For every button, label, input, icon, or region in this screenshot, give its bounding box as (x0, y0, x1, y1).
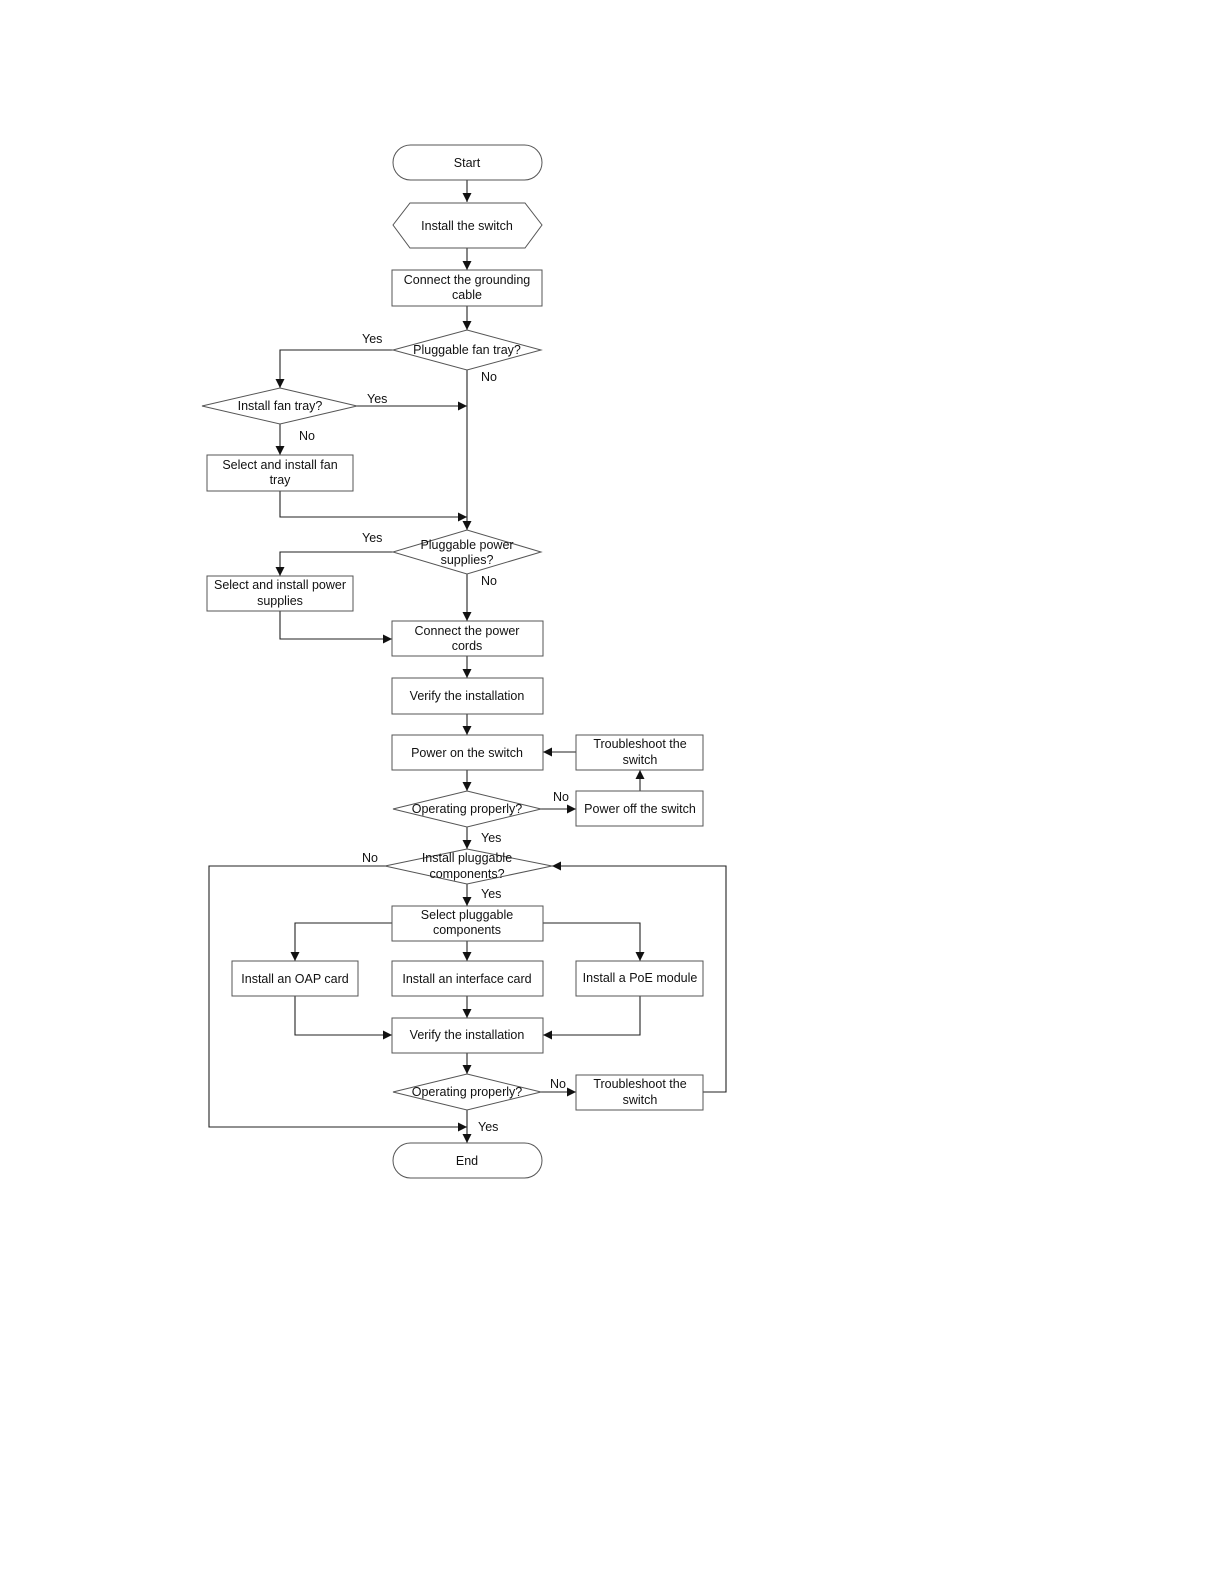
install-pluggable-components-label-1: Install pluggable (422, 851, 512, 865)
edge-power-yes (275, 551, 393, 576)
connect-grounding-box (391, 269, 543, 307)
troubleshoot-label-1b: switch (623, 753, 658, 767)
pluggable-fan-tray-decision (391, 329, 543, 371)
nodes: Start Install the switch Connect the gro… (201, 144, 704, 1179)
edge-selectpower-cords (279, 611, 392, 644)
end-terminal (392, 1142, 543, 1179)
edge-label-install-fan-yes: Yes (367, 392, 387, 406)
connectors (208, 180, 727, 1143)
install-pluggable-components-decision (384, 848, 553, 885)
troubleshoot-box-1 (575, 734, 704, 771)
edge-label-fan-tray-no: No (481, 370, 497, 384)
edge-label-components-no: No (362, 851, 378, 865)
install-switch-preparation (392, 202, 543, 249)
edge-label-power-supplies-yes: Yes (362, 531, 382, 545)
edge-label-power-supplies-no: No (481, 574, 497, 588)
install-fan-tray-label: Install fan tray? (238, 399, 323, 413)
troubleshoot-label-2a: Troubleshoot the (593, 1077, 686, 1091)
operating-properly-decision-2 (392, 1073, 542, 1111)
pluggable-power-supplies-decision (391, 529, 543, 575)
edge-select-oap (290, 922, 392, 961)
edge-label-operating-2-yes: Yes (478, 1120, 498, 1134)
operating-properly-decision-1 (392, 790, 542, 828)
edge-label-operating-1-no: No (553, 790, 569, 804)
select-install-fan-tray-box (206, 454, 354, 492)
select-install-power-supplies-label-2: supplies (257, 594, 303, 608)
troubleshoot-label-2b: switch (623, 1093, 658, 1107)
verify-installation-label-2: Verify the installation (410, 1028, 525, 1042)
start-label: Start (454, 156, 481, 170)
edge-oap-verify (294, 996, 392, 1040)
end-label: End (456, 1154, 478, 1168)
select-pluggable-components-label-2: components (433, 923, 501, 937)
connect-power-cords-label-1: Connect the power (415, 624, 520, 638)
start-terminal (392, 144, 543, 181)
select-pluggable-components-label-1: Select pluggable (421, 908, 513, 922)
edge-label-operating-1-yes: Yes (481, 831, 501, 845)
select-install-fan-tray-label-1: Select and install fan (222, 458, 337, 472)
operating-properly-label-2: Operating properly? (412, 1085, 523, 1099)
edge-label-fan-tray-yes: Yes (362, 332, 382, 346)
edge-troubleshoot2-loop (552, 861, 727, 1093)
connect-grounding-label-2: cable (452, 288, 482, 302)
verify-installation-label-1: Verify the installation (410, 689, 525, 703)
install-interface-card-label: Install an interface card (402, 972, 531, 986)
connect-power-cords-box (391, 620, 544, 657)
edge-label-install-fan-no: No (299, 429, 315, 443)
pluggable-power-supplies-label-2: supplies? (441, 553, 494, 567)
install-poe-module-label: Install a PoE module (583, 971, 698, 985)
power-on-box (391, 734, 544, 771)
operating-properly-label-1: Operating properly? (412, 802, 523, 816)
select-install-power-supplies-label-1: Select and install power (214, 578, 346, 592)
install-interface-card-box (391, 960, 544, 997)
select-install-power-supplies-box (206, 575, 354, 612)
pluggable-power-supplies-label-1: Pluggable power (420, 538, 513, 552)
edge-poe-verify (543, 996, 641, 1040)
install-oap-card-label: Install an OAP card (241, 972, 349, 986)
power-off-label: Power off the switch (584, 802, 696, 816)
edge-label-components-yes: Yes (481, 887, 501, 901)
edge-label-operating-2-no: No (550, 1077, 566, 1091)
troubleshoot-label-1a: Troubleshoot the (593, 737, 686, 751)
select-pluggable-components-box (391, 905, 544, 942)
select-install-fan-tray-label-2: tray (270, 473, 292, 487)
edge-fantray-yes (275, 349, 393, 388)
edge-select-poe (543, 922, 645, 961)
install-oap-card-box (231, 960, 359, 997)
install-switch-label: Install the switch (421, 219, 513, 233)
install-poe-module-box (575, 960, 704, 997)
connect-power-cords-label-2: cords (452, 639, 483, 653)
connect-grounding-label-1: Connect the grounding (404, 273, 531, 287)
pluggable-fan-tray-label: Pluggable fan tray? (413, 343, 521, 357)
install-fan-tray-decision (201, 387, 358, 425)
edge-components-no (208, 865, 467, 1132)
edge-labels: Yes No Yes No Yes No No Yes No Yes No Ye… (299, 332, 569, 1134)
power-off-box (575, 790, 704, 827)
verify-installation-box-2 (391, 1017, 544, 1054)
troubleshoot-box-2 (575, 1074, 704, 1111)
install-pluggable-components-label-2: components? (429, 867, 504, 881)
power-on-label: Power on the switch (411, 746, 523, 760)
edge-selectfan-merge (279, 491, 467, 522)
verify-installation-box-1 (391, 677, 544, 715)
